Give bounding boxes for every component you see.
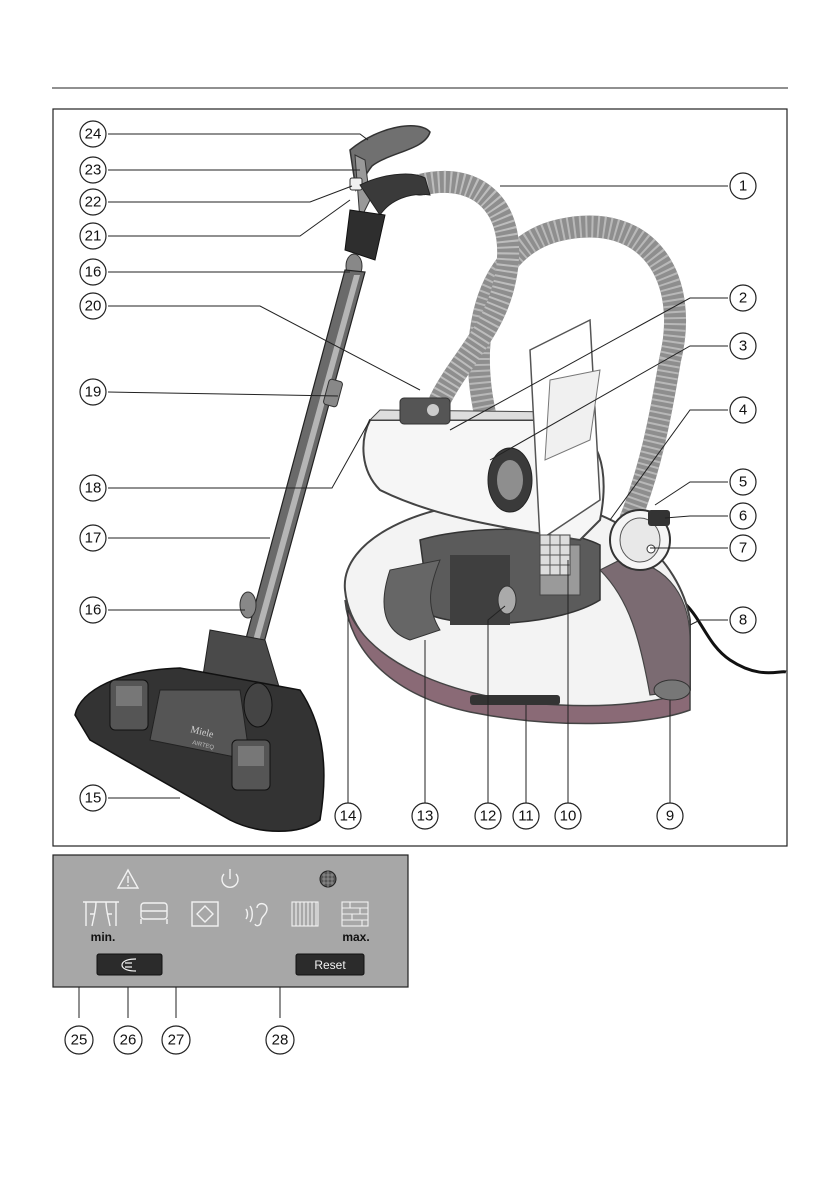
callout-12: 12 [475, 803, 501, 829]
svg-text:22: 22 [85, 194, 102, 211]
svg-text:6: 6 [739, 508, 747, 525]
svg-text:3: 3 [739, 338, 747, 355]
svg-text:19: 19 [85, 384, 102, 401]
svg-text:23: 23 [85, 162, 102, 179]
callout-21: 21 [80, 223, 106, 249]
svg-text:10: 10 [560, 808, 577, 825]
callout-3: 3 [730, 333, 756, 359]
callout-25: 25 [65, 1026, 93, 1054]
callout-2: 2 [730, 285, 756, 311]
reset-label: Reset [314, 958, 346, 972]
svg-text:7: 7 [739, 540, 747, 557]
svg-text:25: 25 [71, 1032, 88, 1049]
svg-text:27: 27 [168, 1032, 185, 1049]
svg-text:18: 18 [85, 480, 102, 497]
svg-text:1: 1 [739, 178, 747, 195]
callout-10: 10 [555, 803, 581, 829]
callout-6: 6 [730, 503, 756, 529]
svg-text:5: 5 [739, 474, 747, 491]
reset-button[interactable]: Reset [296, 954, 364, 975]
callout-8: 8 [730, 607, 756, 633]
svg-text:28: 28 [272, 1032, 289, 1049]
callout-16-top: 16 [80, 259, 106, 285]
svg-text:9: 9 [666, 808, 674, 825]
callout-19: 19 [80, 379, 106, 405]
svg-text:21: 21 [85, 228, 102, 245]
callout-28: 28 [266, 1026, 294, 1054]
callout-26: 26 [114, 1026, 142, 1054]
callout-22: 22 [80, 189, 106, 215]
svg-text:11: 11 [518, 808, 534, 825]
callout-15: 15 [80, 785, 106, 811]
callout-7: 7 [730, 535, 756, 561]
callout-5: 5 [730, 469, 756, 495]
callout-13: 13 [412, 803, 438, 829]
svg-text:17: 17 [85, 530, 102, 547]
filter-icon [320, 871, 336, 887]
callout-24: 24 [80, 121, 106, 147]
callout-17: 17 [80, 525, 106, 551]
svg-text:4: 4 [739, 402, 747, 419]
control-panel: min. max. [53, 855, 408, 987]
svg-text:14: 14 [340, 808, 357, 825]
callout-27: 27 [162, 1026, 190, 1054]
svg-text:20: 20 [85, 298, 102, 315]
callout-16-bottom: 16 [80, 597, 106, 623]
svg-text:13: 13 [417, 808, 434, 825]
callout-1: 1 [730, 173, 756, 199]
max-label: max. [342, 930, 369, 944]
callout-20: 20 [80, 293, 106, 319]
callout-18: 18 [80, 475, 106, 501]
svg-text:24: 24 [85, 126, 102, 143]
svg-text:26: 26 [120, 1032, 137, 1049]
svg-text:15: 15 [85, 790, 102, 807]
callout-9: 9 [657, 803, 683, 829]
handle-control-button[interactable] [97, 954, 162, 975]
svg-text:8: 8 [739, 612, 747, 629]
panel-callouts: 25 26 27 28 [65, 1026, 294, 1054]
callout-14: 14 [335, 803, 361, 829]
callout-4: 4 [730, 397, 756, 423]
svg-text:2: 2 [739, 290, 747, 307]
callout-23: 23 [80, 157, 106, 183]
min-label: min. [91, 930, 116, 944]
svg-text:12: 12 [480, 808, 497, 825]
svg-text:16: 16 [85, 602, 102, 619]
callout-11: 11 [513, 803, 539, 829]
svg-text:16: 16 [85, 264, 102, 281]
